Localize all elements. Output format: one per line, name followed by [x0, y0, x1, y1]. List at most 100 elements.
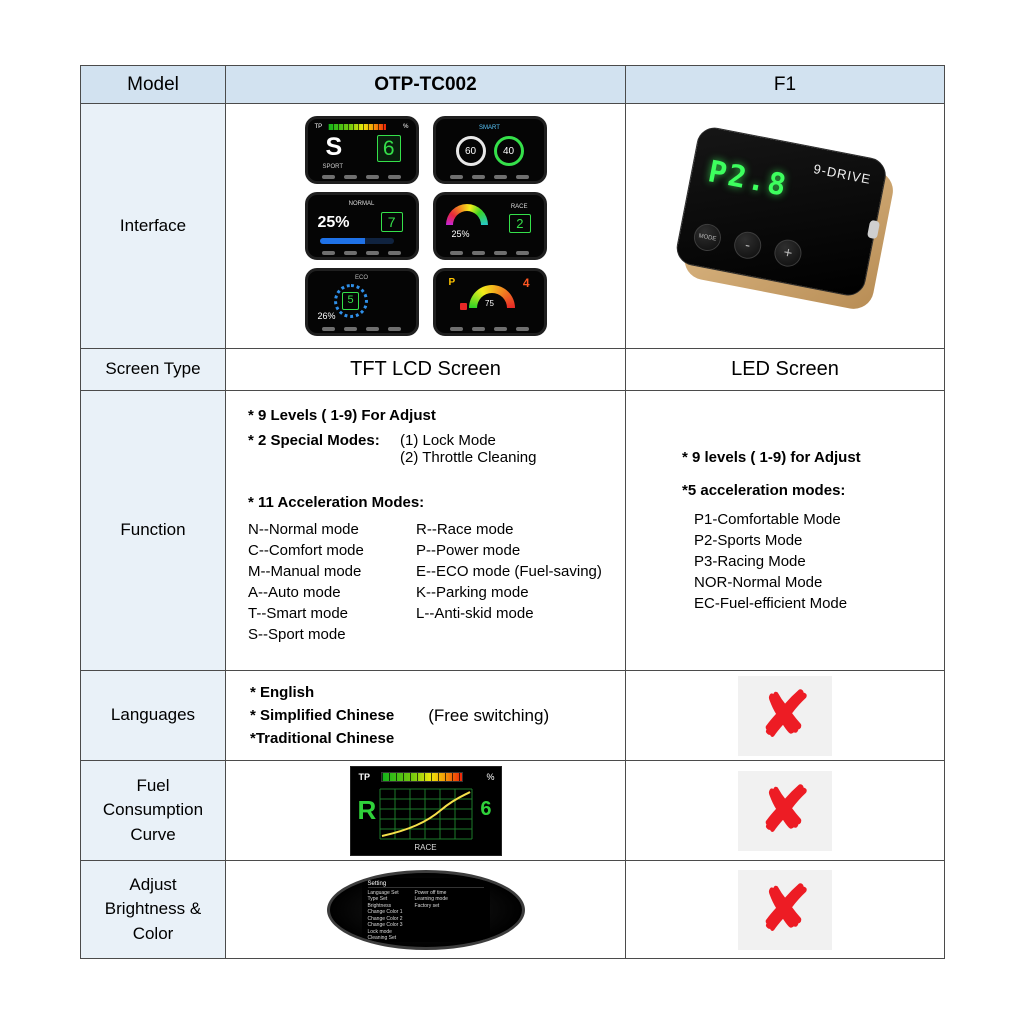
lcd-screen-race: RACE 2 25% — [432, 192, 547, 260]
header-model-label: Model — [127, 73, 179, 95]
screen-buttons — [436, 251, 544, 255]
percent-label: % — [403, 124, 409, 130]
levels-line: * 9 Levels ( 1-9) For Adjust — [248, 407, 436, 424]
mode-button: MODE — [691, 221, 724, 254]
row-label-function: Function — [81, 391, 226, 671]
language-item: * Simplified Chinese — [250, 707, 395, 724]
x-mark-icon: ✘ — [759, 775, 811, 845]
settings-menu: Setting Language Set Type Set Brightness… — [361, 877, 490, 942]
mode-name: NORMAL — [348, 201, 375, 207]
fuel-curve-otp-cell: TP % R 6 RACE — [226, 761, 626, 861]
warning-icon — [459, 303, 467, 310]
not-available-box: ✘ — [738, 869, 832, 950]
mode-item: K--Parking mode — [416, 584, 529, 601]
mode-item: P--Power mode — [416, 542, 521, 559]
settings-item: Type Set — [367, 896, 388, 902]
mode-item: EC-Fuel-efficient Mode — [694, 595, 848, 612]
percent-value: 25% — [317, 214, 350, 231]
lcd-screen-smart: SMART 60 40 — [432, 116, 547, 184]
f1-device: 9-DRIVE P2.8 MODE - + — [671, 124, 898, 313]
level-value: 2 — [509, 214, 531, 233]
header-otp-cell: OTP-TC002 — [226, 66, 626, 104]
header-f1-cell: F1 — [626, 66, 945, 104]
row-label-screen-type: Screen Type — [81, 349, 226, 391]
led-display: P2.8 — [705, 154, 791, 204]
mode-name: RACE — [414, 842, 437, 852]
special-modes-title: * 2 Special Modes: — [248, 432, 380, 449]
settings-item: Learning mode — [414, 896, 448, 902]
screen-type-f1-value: LED Screen — [731, 358, 839, 380]
not-available-box: ✘ — [738, 675, 832, 756]
minus-button: - — [731, 229, 764, 262]
mode-item: C--Comfort mode — [248, 542, 364, 559]
percent-label: % — [486, 771, 495, 782]
mode-name: SMART — [479, 125, 500, 131]
row-label-fuel-curve: Fuel Consumption Curve — [81, 761, 226, 861]
screen-buttons — [436, 327, 544, 331]
interface-f1-cell: 9-DRIVE P2.8 MODE - + — [626, 104, 945, 349]
mode-name: ECO — [354, 275, 368, 281]
fuel-curve-screen: TP % R 6 RACE — [349, 765, 502, 856]
mode-item: P3-Racing Mode — [694, 553, 806, 570]
settings-item: Change Color 2 — [367, 915, 403, 922]
adjust-otp-cell: Setting Language Set Type Set Brightness… — [226, 861, 626, 959]
mode-letter: S — [325, 133, 343, 161]
screen-type-otp-cell: TFT LCD Screen — [226, 349, 626, 391]
row-label-languages: Languages — [81, 671, 226, 761]
tp-label: TP — [358, 771, 371, 782]
mode-item: M--Manual mode — [248, 563, 362, 580]
fuel-curve-f1-cell: ✘ — [626, 761, 945, 861]
comparison-table: Model OTP-TC002 F1 Interface TP % S SPOR… — [80, 65, 945, 959]
languages-otp-cell: * English * Simplified Chinese *Traditio… — [226, 671, 626, 761]
row-label-interface: Interface — [81, 104, 226, 349]
settings-item: Power off time — [414, 889, 447, 896]
x-mark-icon: ✘ — [759, 680, 811, 750]
not-available-box: ✘ — [738, 770, 832, 851]
free-switching-note: (Free switching) — [428, 705, 550, 725]
languages-f1-cell: ✘ — [626, 671, 945, 761]
mode-item: P1-Comfortable Mode — [694, 511, 841, 528]
tp-label: TP — [314, 124, 323, 130]
right-dial: 40 — [493, 136, 524, 166]
gauge-value: 75 — [485, 299, 494, 308]
lcd-screen-sport: TP % S SPORT 6 — [304, 116, 419, 184]
mode-item: P2-Sports Mode — [694, 532, 803, 549]
screen-buttons — [308, 175, 416, 179]
function-f1-cell: * 9 levels ( 1-9) for Adjust *5 accelera… — [626, 391, 945, 671]
settings-title: Setting — [367, 881, 484, 888]
settings-item: Lock mode — [367, 928, 392, 935]
lcd-screen-eco: ECO 5 26% — [304, 268, 419, 336]
accel-modes-title: * 11 Acceleration Modes: — [248, 494, 425, 511]
settings-item: Change Color 1 — [367, 909, 403, 915]
lcd-screen-normal: NORMAL 25% 7 — [304, 192, 419, 260]
level-value: 7 — [380, 212, 403, 232]
mode-name: SPORT — [322, 164, 344, 170]
adjust-f1-cell: ✘ — [626, 861, 945, 959]
throttle-bar — [380, 771, 463, 782]
language-item: *Traditional Chinese — [250, 730, 395, 747]
settings-item: Cleaning Set — [367, 935, 397, 941]
language-item: * English — [250, 684, 315, 701]
device-brand: 9-DRIVE — [812, 161, 873, 187]
header-otp-label: OTP-TC002 — [374, 73, 477, 95]
mode-name: RACE — [510, 204, 528, 210]
header-f1-label: F1 — [773, 73, 797, 95]
level-value: 5 — [342, 292, 359, 310]
level-value: 6 — [480, 797, 492, 820]
mode-letter: R — [357, 794, 377, 825]
mode-item: E--ECO mode (Fuel-saving) — [416, 563, 602, 580]
mode-item: R--Race mode — [416, 521, 514, 538]
mode-item: N--Normal mode — [248, 521, 359, 538]
screen-buttons — [308, 251, 416, 255]
mode-item: NOR-Normal Mode — [694, 574, 823, 591]
levels-line: * 9 levels ( 1-9) for Adjust — [682, 449, 861, 466]
special-mode-item: (2) Throttle Cleaning — [400, 449, 537, 466]
screen-type-f1-cell: LED Screen — [626, 349, 945, 391]
row-label-adjust: Adjust Brightness & Color — [81, 861, 226, 959]
settings-item: Brightness — [367, 902, 392, 909]
left-dial: 60 — [455, 136, 486, 166]
accel-modes-title: *5 acceleration modes: — [682, 482, 846, 499]
fuel-curve-chart — [379, 788, 472, 839]
settings-item: Change Color 3 — [367, 922, 403, 928]
screen-buttons — [308, 327, 416, 331]
